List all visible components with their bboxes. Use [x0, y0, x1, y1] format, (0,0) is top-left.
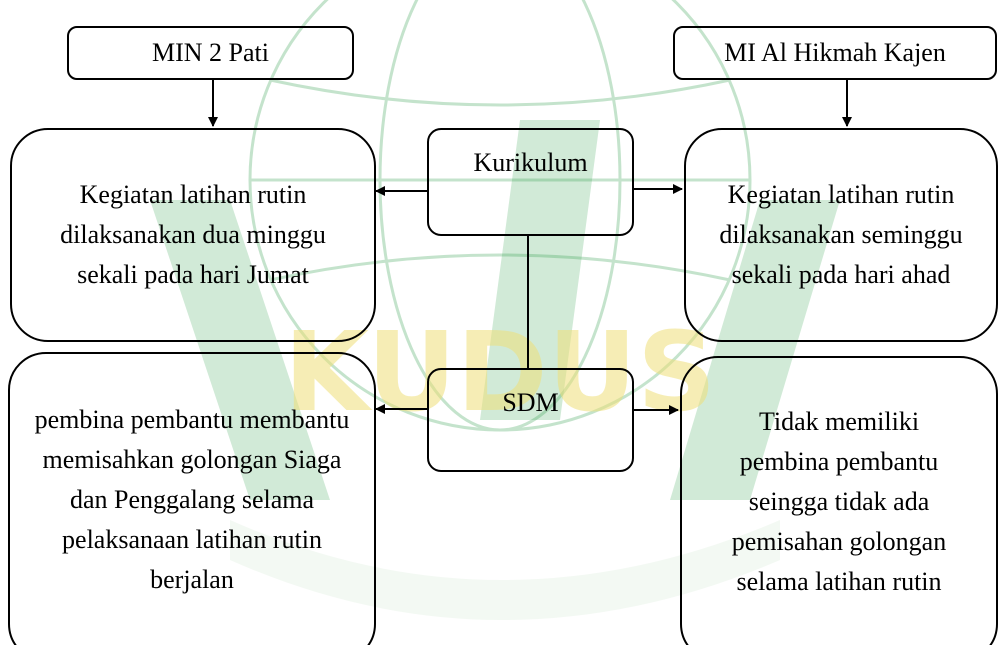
- right-sdm-text: Tidak memiliki pembina pembantu seingga …: [731, 407, 947, 596]
- left-sdm-text: pembina pembantu membantu memisahkan gol…: [34, 405, 350, 594]
- sdm-label: SDM: [502, 388, 559, 417]
- kurikulum-box: Kurikulum: [427, 128, 634, 236]
- kurikulum-label: Kurikulum: [473, 148, 588, 177]
- min-2-pati-label: MIN 2 Pati: [152, 38, 269, 67]
- left-sdm-box: pembina pembantu membantu memisahkan gol…: [8, 352, 376, 645]
- right-kurikulum-text: Kegiatan latihan rutin dilaksanakan semi…: [719, 180, 963, 289]
- mi-al-hikmah-kajen-header: MI Al Hikmah Kajen: [673, 26, 997, 80]
- min-2-pati-header: MIN 2 Pati: [67, 26, 354, 80]
- left-kurikulum-box: Kegiatan latihan rutin dilaksanakan dua …: [10, 128, 376, 342]
- left-kurikulum-text: Kegiatan latihan rutin dilaksanakan dua …: [60, 180, 326, 289]
- mi-al-hikmah-kajen-label: MI Al Hikmah Kajen: [724, 38, 946, 67]
- right-sdm-box: Tidak memiliki pembina pembantu seingga …: [680, 356, 998, 645]
- right-kurikulum-box: Kegiatan latihan rutin dilaksanakan semi…: [684, 128, 998, 342]
- sdm-box: SDM: [427, 368, 634, 472]
